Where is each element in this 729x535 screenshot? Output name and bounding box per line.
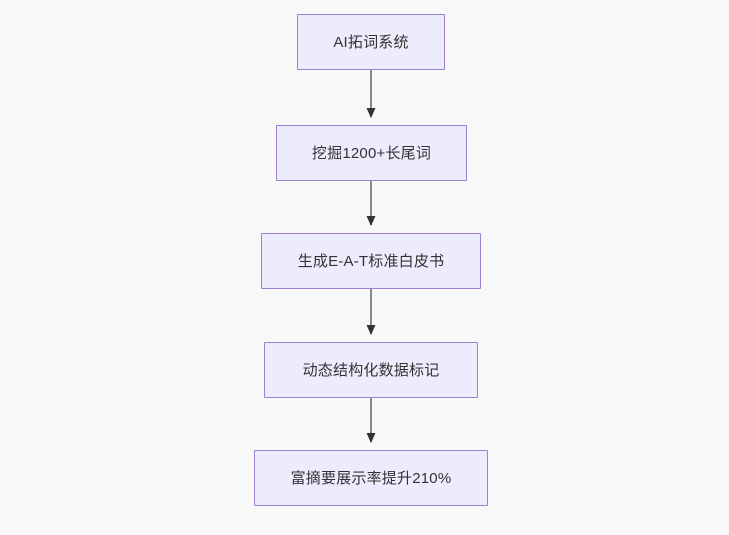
node-label: 动态结构化数据标记 (302, 361, 440, 379)
flowchart-node-generate-eat-whitepaper[interactable]: 生成E-A-T标准白皮书 (261, 233, 481, 289)
flowchart-node-ai-keyword-system[interactable]: AI拓词系统 (297, 14, 445, 70)
flowchart-node-rich-snippet-rate-increase[interactable]: 富摘要展示率提升210% (254, 450, 488, 506)
node-label: 富摘要展示率提升210% (290, 469, 452, 487)
flowchart-node-mine-longtail-keywords[interactable]: 挖掘1200+长尾词 (276, 125, 467, 181)
node-label: 生成E-A-T标准白皮书 (297, 252, 445, 270)
node-label: 挖掘1200+长尾词 (311, 144, 432, 162)
flowchart-node-dynamic-structured-data-markup[interactable]: 动态结构化数据标记 (264, 342, 478, 398)
node-label: AI拓词系统 (333, 33, 409, 51)
